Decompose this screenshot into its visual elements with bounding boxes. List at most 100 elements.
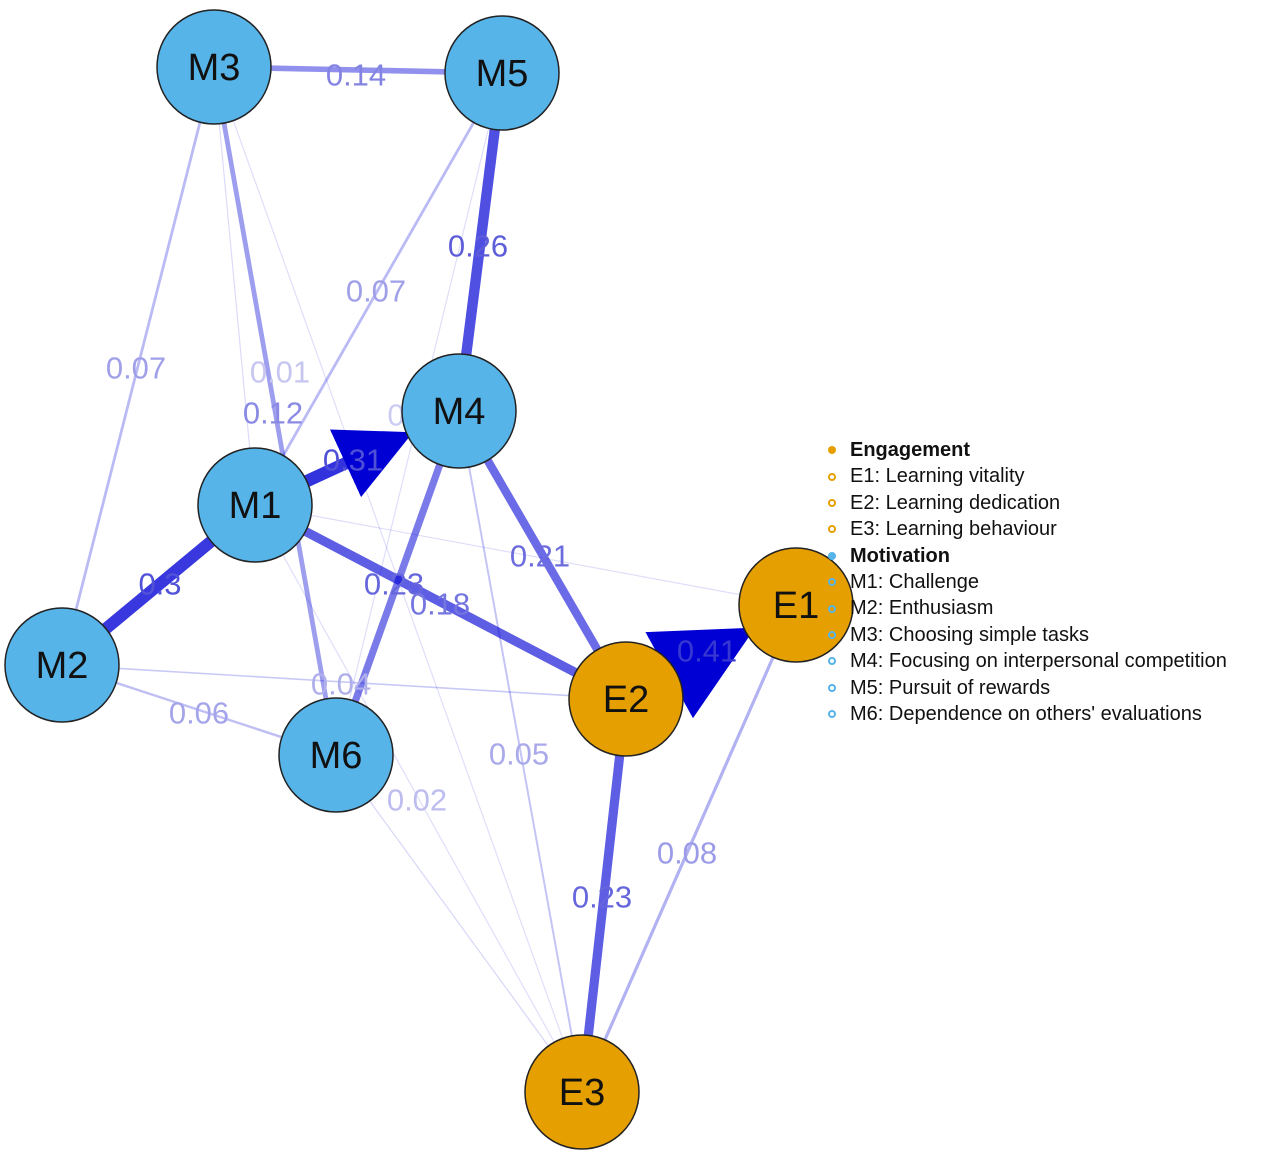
node-label-m1: M1	[229, 485, 282, 527]
legend-marker-icon	[828, 472, 836, 481]
legend-text: M6: Dependence on others' evaluations	[850, 703, 1202, 726]
edge-m3-e3	[232, 120, 564, 1039]
edge-layer	[74, 65, 775, 1047]
legend-text: M1: Challenge	[850, 571, 979, 594]
legend-item: M4: Focusing on interpersonal competitio…	[828, 648, 1227, 674]
legend-item: E3: Learning behaviour	[828, 516, 1227, 542]
edge-m3-m1	[218, 123, 251, 449]
legend-marker-icon	[828, 631, 836, 640]
legend-marker-icon	[828, 604, 836, 613]
edge-weight-m5-m1: 0.07	[346, 274, 406, 309]
legend-text: E3: Learning behaviour	[850, 518, 1057, 541]
edge-e2-e1	[645, 627, 756, 719]
legend-text: M5: Pursuit of rewards	[850, 676, 1051, 699]
edge-weight-m3-m2: 0.07	[106, 351, 166, 386]
legend-group-motivation: Motivation	[828, 543, 1227, 569]
node-m1[interactable]: M1	[197, 447, 313, 563]
edge-m5-m1	[282, 121, 475, 457]
node-m4[interactable]: M4	[401, 353, 517, 469]
node-label-m5: M5	[476, 53, 529, 95]
legend-marker-icon	[828, 551, 836, 560]
edge-m3-m5	[270, 65, 446, 75]
edge-weight-m2-e2: 0.04	[311, 667, 371, 702]
edge-weight-m3-m5: 0.14	[326, 58, 386, 93]
node-label-e3: E3	[559, 1072, 605, 1114]
node-m6[interactable]: M6	[278, 697, 394, 813]
legend-item: M6: Dependence on others' evaluations	[828, 701, 1227, 727]
edge-m3-m6	[221, 122, 329, 700]
legend-item: E1: Learning vitality	[828, 463, 1227, 489]
node-e2[interactable]: E2	[568, 641, 684, 757]
edge-m2-e2	[118, 667, 570, 697]
edge-m1-e3	[282, 554, 555, 1043]
edge-m1-e1	[310, 514, 741, 596]
node-label-m3: M3	[188, 47, 241, 89]
edge-weight-m2-m1: 0.3	[138, 567, 181, 602]
node-circle-m1[interactable]	[197, 447, 313, 563]
legend-marker-icon	[828, 710, 836, 719]
node-m5[interactable]: M5	[444, 15, 560, 131]
edge-m4-m6	[351, 463, 444, 703]
node-circle-m4[interactable]	[401, 353, 517, 469]
legend-text: E2: Learning dedication	[850, 491, 1061, 514]
edge-weight-e2-e1: 0.41	[677, 634, 737, 669]
edge-weight-m4-m6: 0.18	[410, 587, 470, 622]
edge-e1-e3	[603, 656, 775, 1041]
legend-text: E1: Learning vitality	[850, 465, 1025, 488]
legend-text: M3: Choosing simple tasks	[850, 623, 1089, 646]
edge-weight-m1-m4: 0.31	[323, 443, 383, 478]
edge-weight-m5-m6: 0	[387, 398, 404, 433]
node-label-e2: E2	[603, 679, 649, 721]
legend-marker-icon	[828, 683, 836, 692]
node-circle-e3[interactable]	[524, 1034, 640, 1150]
node-circle-m5[interactable]	[444, 15, 560, 131]
node-circle-m3[interactable]	[156, 9, 272, 125]
legend-item: M1: Challenge	[828, 569, 1227, 595]
legend-item: M2: Enthusiasm	[828, 595, 1227, 621]
edge-e2-e3	[583, 755, 625, 1036]
edge-m6-e3	[369, 800, 549, 1047]
edge-m4-e2	[483, 458, 602, 652]
node-label-m2: M2	[36, 645, 89, 687]
node-e3[interactable]: E3	[524, 1034, 640, 1150]
edge-m5-m4	[461, 128, 500, 356]
edge-weight-e2-e3: 0.23	[572, 880, 632, 915]
node-label-m4: M4	[433, 391, 486, 433]
edge-m3-m2	[74, 121, 202, 611]
edge-m2-m1	[102, 536, 215, 634]
edge-weight-m3-m1: 0.01	[250, 355, 310, 390]
legend-marker-icon	[828, 578, 836, 587]
node-circle-m6[interactable]	[278, 697, 394, 813]
legend-marker-icon	[828, 446, 836, 455]
legend-text: Engagement	[850, 439, 971, 461]
edge-label-layer: 0.14 0.26 0.07 0.07 0.01 0.12 00.31 0.3 0.23 0.21…	[106, 58, 737, 915]
legend-marker-icon	[828, 657, 836, 666]
edge-m2-m6	[115, 681, 283, 739]
edge-weight-m3-m6: 0.12	[243, 396, 303, 431]
node-e1[interactable]: E1	[738, 547, 854, 663]
node-label-e1: E1	[773, 585, 819, 627]
edge-weight-m5-m4: 0.26	[448, 229, 508, 264]
node-circle-e1[interactable]	[738, 547, 854, 663]
edge-weight-m4-e2: 0.21	[510, 539, 570, 574]
node-m3[interactable]: M3	[156, 9, 272, 125]
legend-text: M2: Enthusiasm	[850, 597, 994, 620]
edge-weight-m1-e2: 0.23	[364, 567, 424, 602]
legend-text: M4: Focusing on interpersonal competitio…	[850, 650, 1227, 673]
edge-m4-e3	[468, 466, 573, 1037]
legend-group-engagement: Engagement	[828, 437, 1227, 463]
edge-weight-m6-e3: 0.02	[387, 783, 447, 818]
edge-weight-m4-e3: 0.05	[489, 737, 549, 772]
node-circle-m2[interactable]	[4, 607, 120, 723]
node-label-m6: M6	[310, 735, 363, 777]
edge-weight-e1-e3: 0.08	[657, 836, 717, 871]
node-circle-e2[interactable]	[568, 641, 684, 757]
legend-item: M3: Choosing simple tasks	[828, 622, 1227, 648]
edge-m1-m4	[304, 429, 414, 498]
edge-m1-e2	[303, 527, 578, 677]
legend-item: E2: Learning dedication	[828, 490, 1227, 516]
node-m2[interactable]: M2	[4, 607, 120, 723]
